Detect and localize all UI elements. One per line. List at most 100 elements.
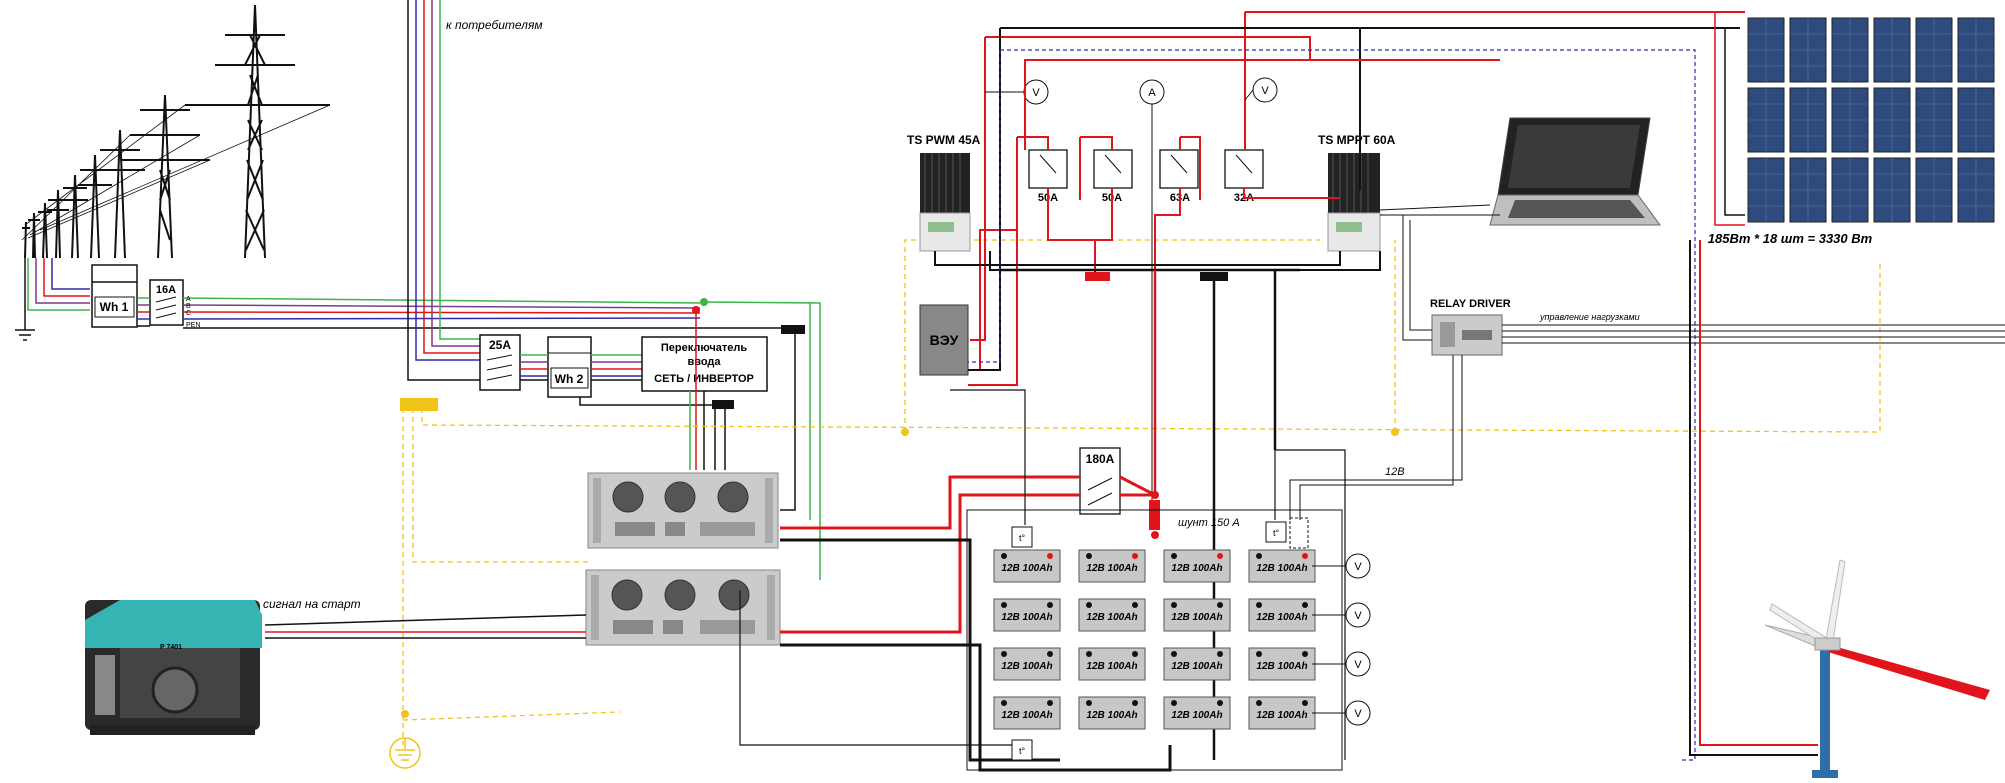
main-power-wires — [739, 389, 1346, 772]
switch-inverter-wires — [689, 301, 821, 580]
power-line-towers — [21, 4, 331, 259]
battery-label: 12В 100Ah — [1001, 563, 1052, 574]
svg-text:A: A — [186, 296, 191, 303]
battery-label: 12В 100Ah — [1001, 710, 1052, 721]
voltmeter: V — [1312, 651, 1371, 677]
svg-text:V: V — [1354, 561, 1362, 573]
temp-sensor-1: t° — [1011, 526, 1033, 548]
battery-cell: 12В 100Ah — [1163, 696, 1231, 730]
battery-cell: 12В 100Ah — [1248, 647, 1316, 681]
solar-array — [1747, 17, 1995, 223]
generator-wires — [264, 614, 587, 639]
controller-wires — [934, 11, 1745, 761]
battery-label: 12В 100Ah — [1171, 563, 1222, 574]
svg-text:P 7401: P 7401 — [160, 644, 182, 651]
voltmeter-pwm: V — [985, 79, 1049, 105]
svg-text:V: V — [1354, 708, 1362, 720]
svg-text:V: V — [1261, 85, 1269, 97]
relay-driver — [1431, 314, 1503, 356]
wh-links — [520, 354, 720, 406]
laptop-wires — [1379, 204, 1500, 216]
svg-text:A: A — [1148, 87, 1156, 99]
terminal — [712, 400, 734, 409]
battery-label: 12В 100Ah — [1256, 612, 1307, 623]
svg-text:C: C — [186, 310, 191, 317]
battery-label: 12В 100Ah — [1001, 661, 1052, 672]
solar-panel — [1831, 87, 1869, 153]
svg-text:B: B — [186, 303, 191, 310]
breaker-16a: 16A — [149, 279, 184, 326]
mppt-controller-label: TS MPPT 60A — [1318, 133, 1396, 147]
battery-voltmeters: V V V V — [1312, 553, 1371, 726]
battery-cell: 12В 100Ah — [993, 598, 1061, 632]
battery-cell: 12В 100Ah — [1078, 549, 1146, 583]
relay-box — [1289, 517, 1309, 549]
solar-panel — [1957, 17, 1995, 83]
veu-box: ВЭУ — [919, 304, 969, 376]
mppt-controller — [1327, 153, 1381, 252]
breaker-180a: 180A — [1079, 447, 1121, 515]
battery-cell: 12В 100Ah — [1078, 647, 1146, 681]
wind-turbine — [1764, 559, 1990, 778]
voltmeter-mppt: V — [1244, 77, 1278, 103]
v12-label: 12В — [1385, 466, 1405, 478]
solar-panel — [1747, 87, 1785, 153]
relay-wires — [1289, 215, 2005, 520]
dc-bus-negative — [1200, 272, 1228, 281]
signal-terminal — [400, 398, 438, 411]
input-switch: Переключатель ввода СЕТЬ / ИНВЕРТОР — [641, 336, 768, 392]
battery-label: 12В 100Ah — [1171, 710, 1222, 721]
battery-cell: 12В 100Ah — [1248, 549, 1316, 583]
svg-text:СЕТЬ / ИНВЕРТОР: СЕТЬ / ИНВЕРТОР — [654, 373, 754, 385]
relay-driver-label: RELAY DRIVER — [1430, 298, 1511, 310]
svg-text:V: V — [1354, 659, 1362, 671]
battery-label: 12В 100Ah — [1001, 612, 1052, 623]
ground-icon — [389, 737, 421, 769]
voltmeter: V — [1312, 553, 1371, 579]
battery-label: 12В 100Ah — [1256, 710, 1307, 721]
inverter-bottom — [585, 569, 781, 646]
battery-cell: 12В 100Ah — [1163, 549, 1231, 583]
solar-panel — [1789, 87, 1827, 153]
battery-cell: 12В 100Ah — [1248, 696, 1316, 730]
solar-panel — [1915, 157, 1953, 223]
battery-cell: 12В 100Ah — [1163, 647, 1231, 681]
battery-label: 12В 100Ah — [1086, 661, 1137, 672]
svg-text:V: V — [1032, 87, 1040, 99]
solar-panel — [1915, 87, 1953, 153]
junction-dot — [901, 428, 909, 436]
wh1-label: Wh 1 — [100, 300, 129, 314]
battery-label: 12В 100Ah — [1086, 612, 1137, 623]
svg-text:Wh 2: Wh 2 — [555, 372, 584, 386]
solar-panel — [1789, 157, 1827, 223]
svg-text:PEN: PEN — [186, 322, 200, 329]
battery-label: 12В 100Ah — [1086, 710, 1137, 721]
junction-dot — [1391, 428, 1399, 436]
solar-panel — [1831, 17, 1869, 83]
solar-panel — [1873, 17, 1911, 83]
breaker-25a: 25A — [479, 334, 521, 391]
voltmeter: V — [1312, 602, 1371, 628]
inverter-top — [587, 472, 779, 549]
battery-label: 12В 100Ah — [1171, 612, 1222, 623]
battery-label: 12В 100Ah — [1086, 563, 1137, 574]
battery-frame — [966, 509, 1343, 771]
control-signal-lines — [402, 239, 1881, 745]
pwm-controller — [919, 153, 971, 252]
pwm-controller-label: TS PWM 45A — [907, 133, 981, 147]
solar-panel — [1873, 157, 1911, 223]
turbine-wires — [1024, 59, 1818, 756]
solar-panel — [1957, 87, 1995, 153]
solar-wires — [1714, 12, 1745, 226]
battery-cell: 12В 100Ah — [993, 696, 1061, 730]
solar-panel — [1873, 87, 1911, 153]
battery-label: 12В 100Ah — [1256, 661, 1307, 672]
svg-text:ВЭУ: ВЭУ — [930, 332, 959, 348]
solar-panel — [1915, 17, 1953, 83]
ammeter: A — [1139, 79, 1165, 500]
svg-text:V: V — [1354, 610, 1362, 622]
battery-cell: 12В 100Ah — [1078, 598, 1146, 632]
svg-text:t°: t° — [1019, 746, 1026, 756]
voltmeter: V — [1312, 700, 1371, 726]
battery-cell: 12В 100Ah — [1078, 696, 1146, 730]
